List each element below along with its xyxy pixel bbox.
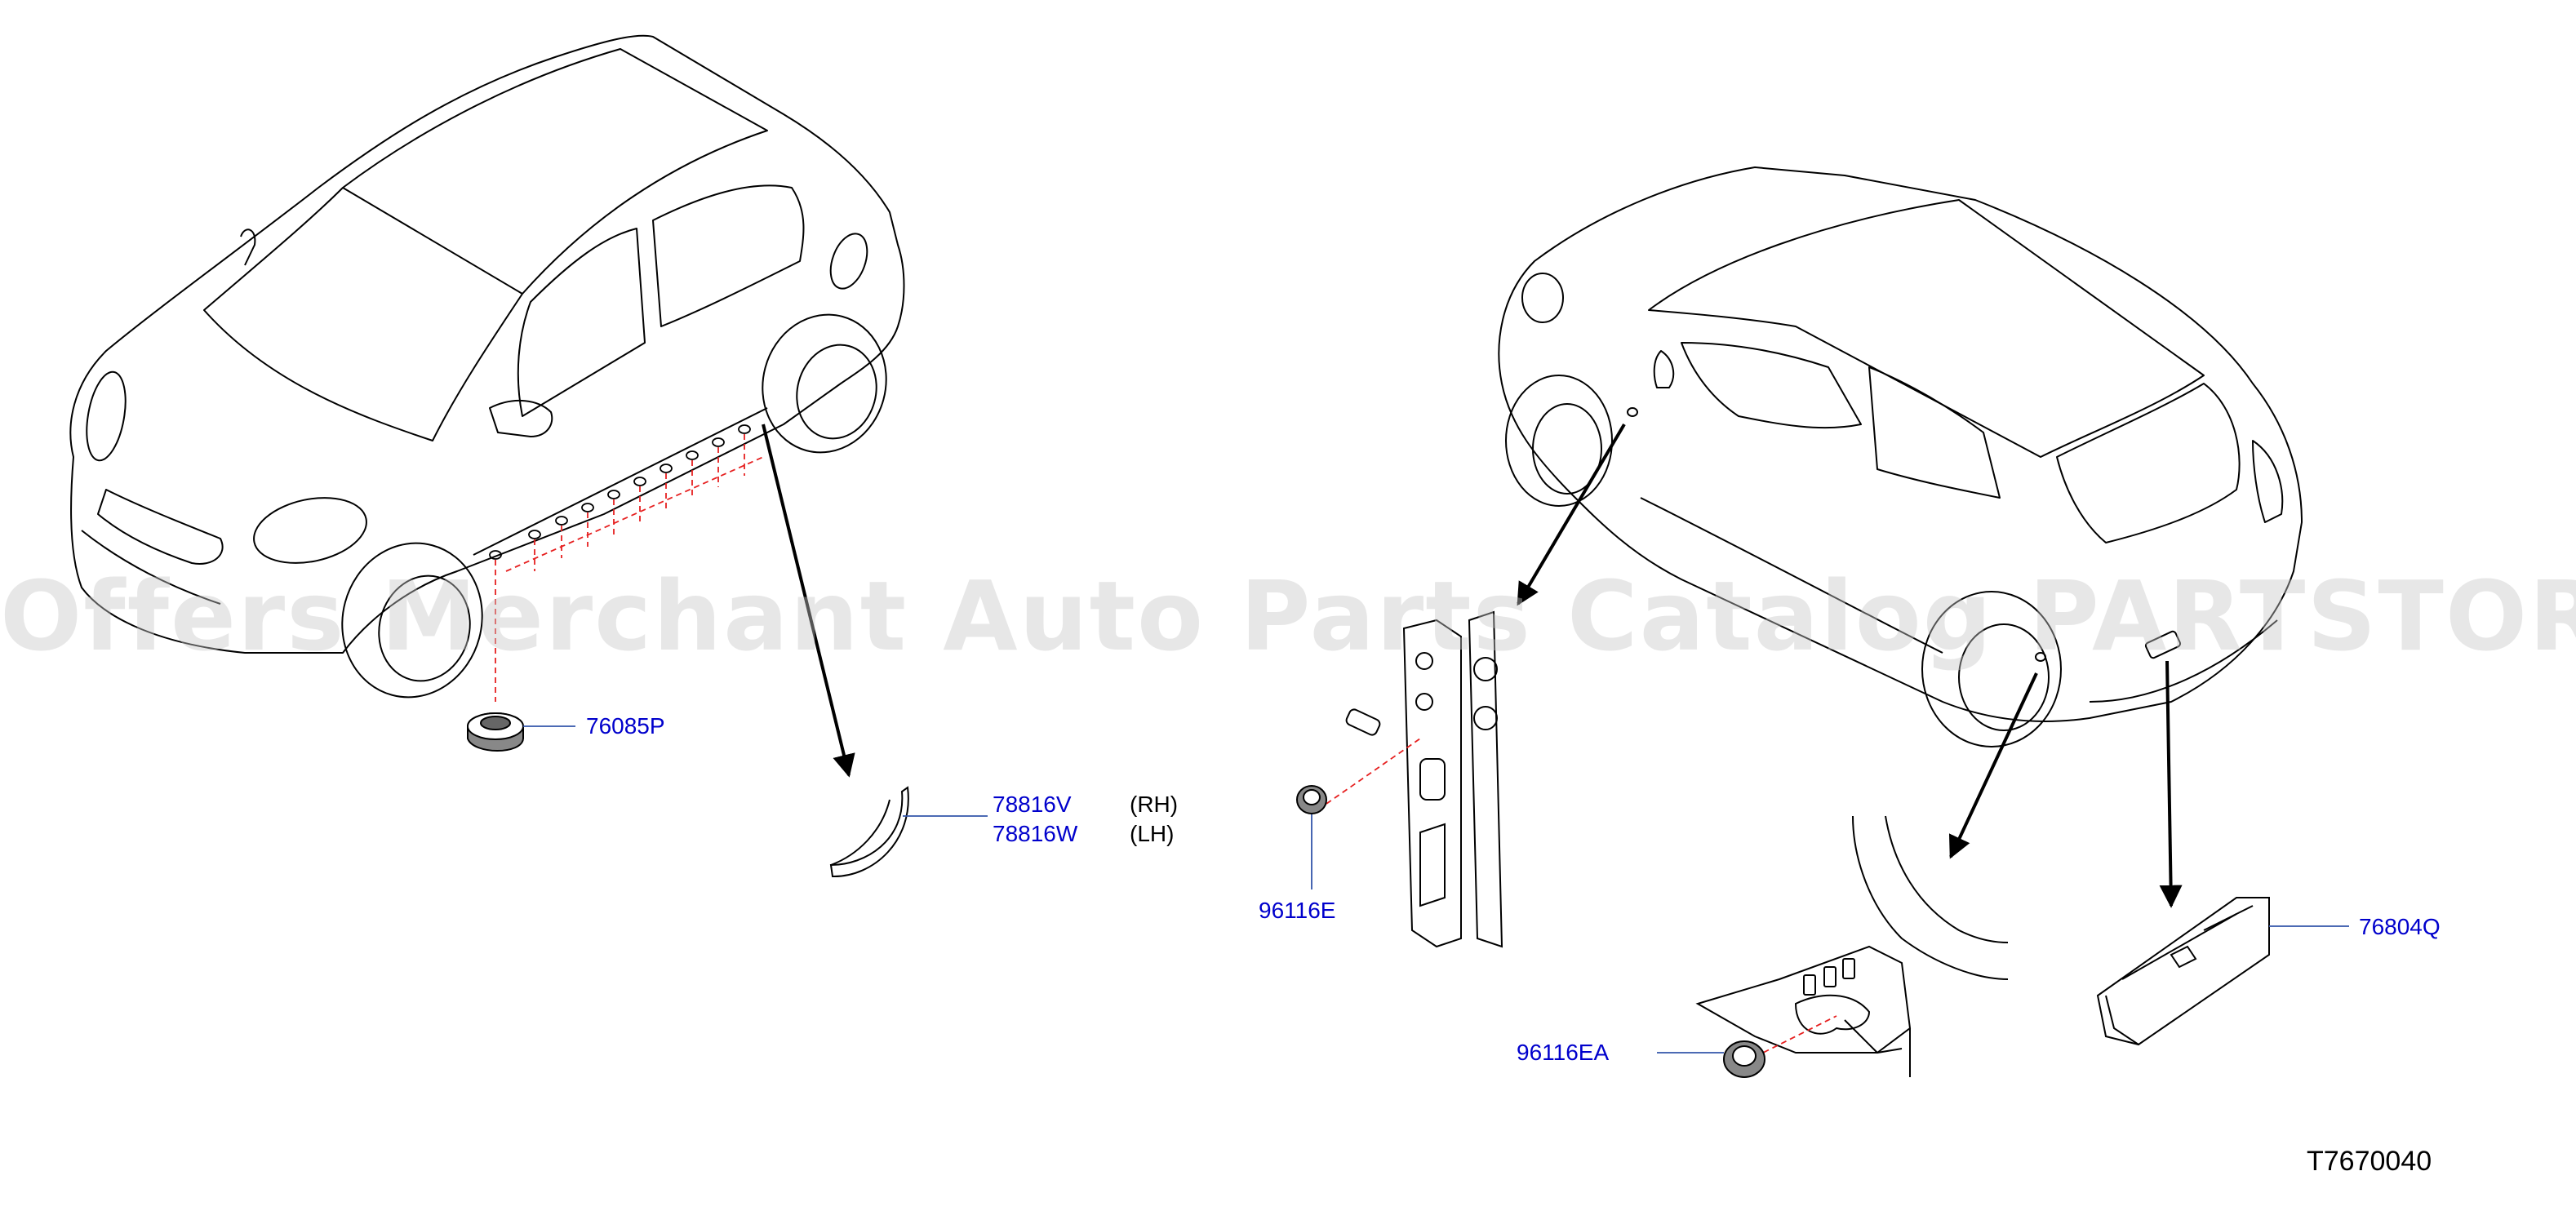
grommet-96116e — [1296, 785, 1327, 814]
leader-lines — [523, 725, 2349, 1054]
wheel-arch-trim — [829, 786, 909, 878]
diagram-code: T7670040 — [2307, 1146, 2432, 1177]
locator-96116e — [1326, 738, 1421, 805]
side-label-rh: (RH) — [1130, 792, 1179, 817]
grommet-96116ea — [1723, 1040, 1765, 1078]
arrow-to-trim — [762, 424, 855, 778]
grommet-76085p — [467, 712, 524, 752]
car-rear-view — [1498, 166, 2303, 747]
car-front-view — [69, 34, 905, 699]
arrows-rear — [1517, 423, 2183, 908]
locator-96116ea — [1754, 1015, 1837, 1058]
part-label-76085p[interactable]: 76085P — [586, 713, 665, 739]
clip-locator-lines — [495, 434, 764, 702]
side-label-lh: (LH) — [1130, 821, 1175, 846]
part-label-76804q[interactable]: 76804Q — [2359, 914, 2441, 939]
part-label-78816v[interactable]: 78816V — [993, 792, 1072, 817]
part-label-96116e[interactable]: 96116E — [1259, 898, 1336, 923]
part-label-96116ea[interactable]: 96116EA — [1517, 1040, 1610, 1065]
license-lamp-76804q — [2096, 897, 2270, 1046]
part-label-78816w[interactable]: 78816W — [993, 821, 1078, 846]
pillar-detail — [1345, 610, 1503, 948]
wheelhouse-detail — [1695, 815, 2009, 1077]
